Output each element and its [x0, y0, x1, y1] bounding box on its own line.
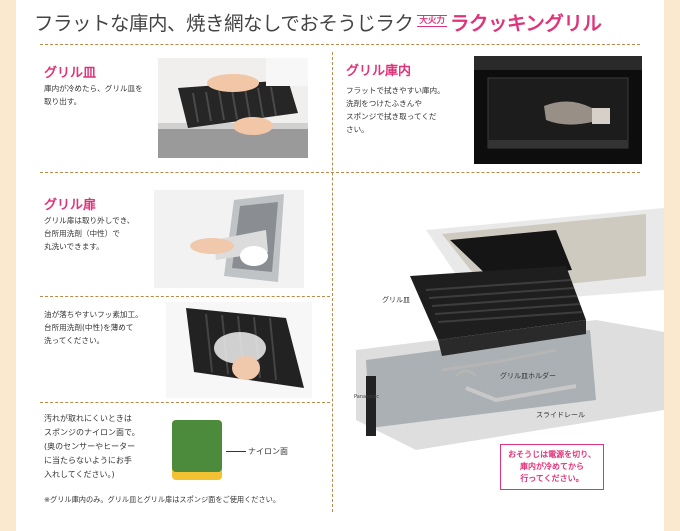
divider-row2: [40, 296, 330, 297]
divider-vertical: [332, 52, 333, 512]
divider-top: [40, 44, 640, 45]
heading-grill-door: グリル扉: [44, 198, 97, 213]
grill-diagram: [346, 200, 664, 500]
photo-grill-plate: [158, 58, 308, 158]
photo-grill-interior: [474, 56, 642, 164]
heading-grill-plate: グリル皿: [44, 66, 97, 81]
power-badge: 大火力: [417, 15, 447, 27]
page: フラットな庫内、焼き網なしでおそうじラク 大火力 ラクッキングリル グリル皿 庫…: [16, 0, 664, 531]
divider-row3: [40, 402, 330, 403]
label-grill-plate: グリル皿: [382, 296, 410, 304]
divider-row1: [40, 172, 640, 173]
label-nylon-side: ナイロン面: [248, 447, 288, 456]
brand-name: ラクッキングリル: [449, 11, 602, 35]
title-text: フラットな庫内、焼き網なしでおそうじラク: [34, 11, 414, 35]
text-grill-plate: 庫内が冷めたら、グリル皿を 取り出す。: [44, 84, 143, 106]
footnote: ※グリル庫内のみ。グリル皿とグリル扉はスポンジ面をご使用ください。: [44, 495, 281, 504]
text-grill-door: グリル扉は取り外しでき、 台所用洗剤（中性）で 丸洗いできます。: [44, 216, 135, 251]
heading-grill-interior: グリル庫内: [346, 64, 412, 79]
text-grill-interior: フラットで拭きやすい庫内。 洗剤をつけたふきんや スポンジで拭き取ってくだ さい…: [346, 86, 445, 134]
photo-plate-washing: [166, 302, 312, 398]
text-sponge: 汚れが取れにくいときは スポンジのナイロン面で。 (奥のセンサーやヒーター に当…: [44, 414, 140, 479]
label-slide-rail: スライドレール: [536, 411, 585, 419]
nylon-pointer: [226, 451, 246, 452]
label-plate-holder: グリル皿ホルダー: [500, 372, 556, 380]
brand-mark: Panasonic: [354, 394, 380, 400]
page-title: フラットな庫内、焼き網なしでおそうじラク 大火力 ラクッキングリル: [34, 6, 664, 36]
safety-note: おそうじは電源を切り、 庫内が冷めてから 行ってください。: [500, 444, 604, 490]
sponge-image: [170, 418, 226, 484]
text-fluorine: 油が落ちやすいフッ素加工。 台所用洗剤(中性)を薄めて 洗ってください。: [44, 310, 143, 345]
photo-grill-door: [154, 190, 304, 288]
